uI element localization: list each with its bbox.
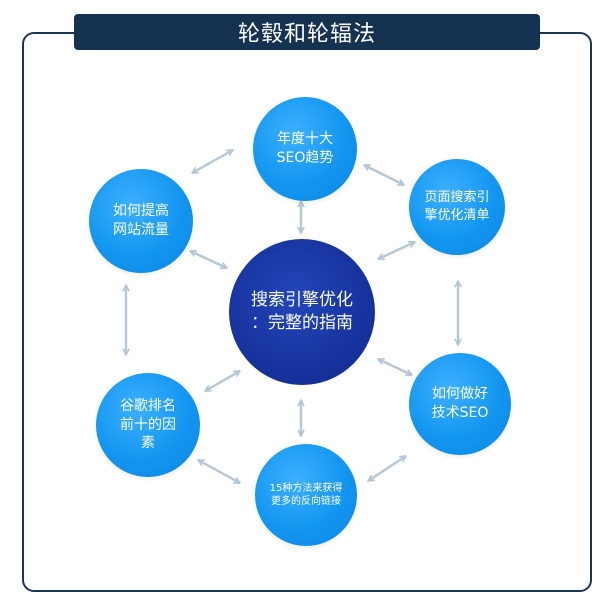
spoke-node-bottom-label: 15种方法来获得 更多的反向链接 [269, 482, 343, 508]
spoke-node-bottom-left: 谷歌排名 前十的因 素 [96, 373, 200, 477]
spoke-node-top-left: 如何提高 网站流量 [89, 169, 193, 273]
spoke-node-top-left-label: 如何提高 网站流量 [113, 203, 169, 238]
title-bar: 轮毂和轮辐法 [74, 14, 540, 50]
spoke-node-bottom-right: 如何做好 技术SEO [409, 353, 511, 455]
arrow-center-top-right [378, 240, 415, 261]
spoke-node-top-label: 年度十大 SEO趋势 [276, 131, 334, 166]
spoke-node-bottom: 15种方法来获得 更多的反向链接 [255, 444, 357, 546]
arrow-topleft-top [192, 148, 233, 175]
connector-layer [0, 148, 604, 485]
hub-node: 搜索引擎优化 ：完整的指南 [229, 239, 375, 385]
hub-node-label: 搜索引擎优化 ：完整的指南 [251, 290, 353, 333]
diagram-title: 轮毂和轮辐法 [237, 22, 376, 47]
arrow-center-top-left [190, 249, 227, 270]
spoke-node-bottom-left-label: 谷歌排名 前十的因 素 [120, 397, 176, 452]
arrow-bottomright-bottom [368, 454, 406, 483]
arrow-center-bottom-left [205, 369, 240, 393]
spoke-node-top-right: 页面搜索引 擎优化清单 [409, 159, 505, 255]
arrow-top-topright [364, 163, 404, 187]
arrow-bottom-bottomleft [198, 458, 240, 485]
spoke-node-top: 年度十大 SEO趋势 [253, 97, 357, 201]
arrow-center-bottom-right [378, 357, 412, 377]
spoke-node-bottom-right-label: 如何做好 技术SEO [431, 386, 489, 421]
spoke-node-top-right-label: 页面搜索引 擎优化清单 [424, 190, 490, 223]
